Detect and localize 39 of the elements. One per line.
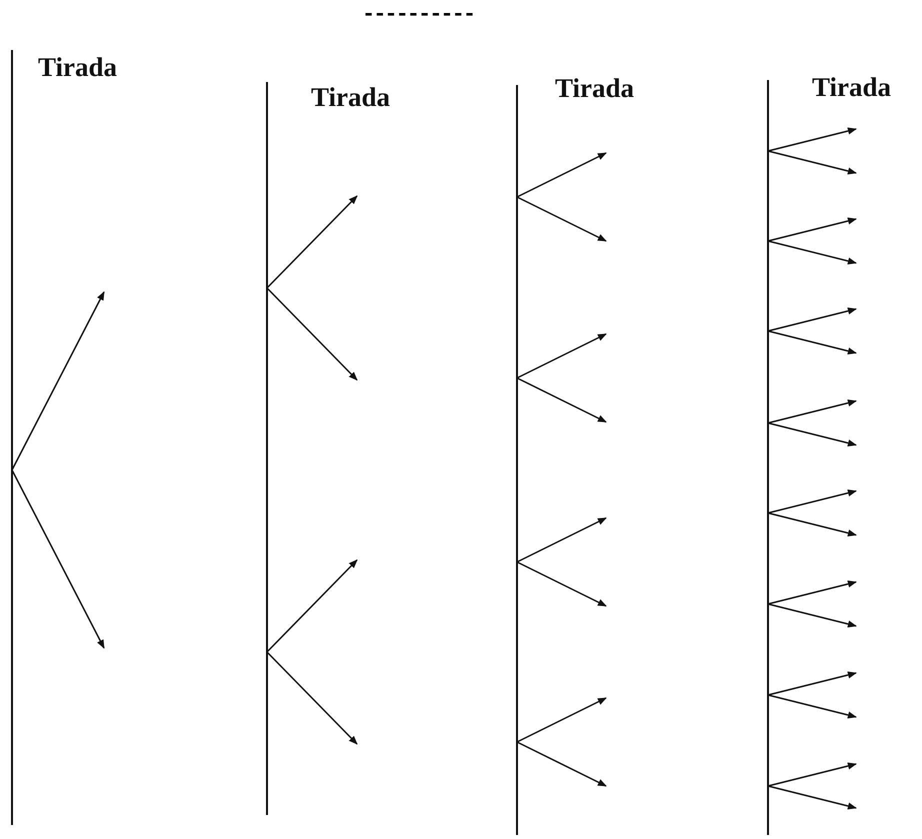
arrow: [768, 399, 857, 424]
arrow: [768, 762, 857, 787]
arrow: [768, 422, 857, 447]
arrow: [768, 603, 857, 628]
arrow: [516, 152, 607, 198]
vertical-line: [767, 80, 771, 835]
arrow: [516, 333, 607, 379]
arrow: [768, 489, 857, 514]
arrow: [266, 651, 358, 745]
arrow: [768, 671, 857, 696]
arrow: [516, 377, 607, 423]
arrow: [266, 559, 358, 653]
arrow: [516, 517, 607, 563]
arrow: [768, 512, 857, 537]
arrow: [768, 330, 857, 355]
arrow: [768, 785, 857, 810]
arrow: [768, 580, 857, 605]
arrow: [768, 307, 857, 332]
line-heading: Tirada: [812, 72, 892, 102]
arrow: [516, 697, 607, 743]
arrow: [11, 291, 105, 470]
line-heading: Tirada: [311, 82, 390, 112]
arrow: [768, 150, 857, 175]
arrow: [11, 470, 105, 649]
arrow: [516, 561, 607, 607]
arrow: [266, 287, 358, 381]
arrow: [768, 127, 857, 152]
arrow: [516, 741, 607, 787]
dashed-text: ----------: [362, 2, 474, 27]
line-heading: Tirada: [38, 52, 118, 82]
vertical-line: [11, 50, 15, 825]
arrow: [768, 694, 857, 719]
vertical-line: [516, 85, 520, 835]
arrow: [768, 217, 857, 242]
arrow: [768, 240, 857, 265]
vertical-line: [266, 82, 270, 815]
line-heading: Tirada: [555, 73, 634, 103]
arrow: [266, 195, 358, 289]
arrow: [516, 196, 607, 242]
